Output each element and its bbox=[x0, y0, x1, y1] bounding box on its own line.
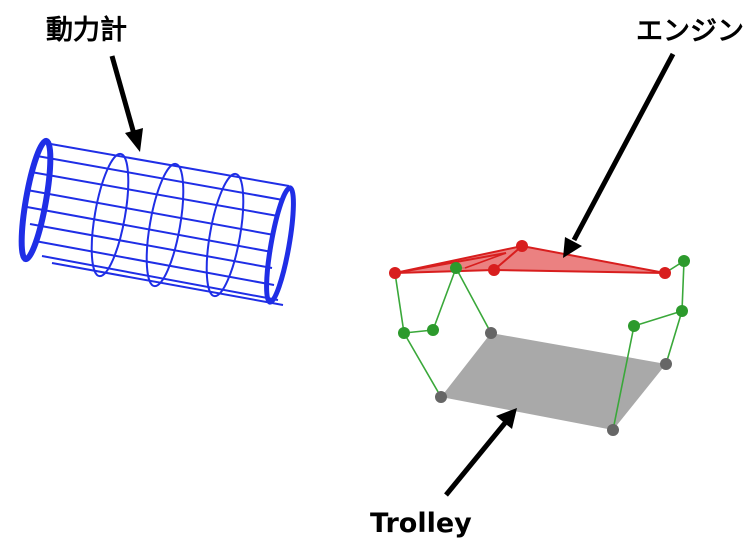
engine-joint bbox=[488, 264, 500, 276]
trolley-label: Trolley bbox=[370, 508, 472, 539]
dynamometer-wireframe bbox=[18, 137, 296, 306]
engine-label: エンジン bbox=[636, 16, 744, 47]
trolley-joint bbox=[660, 358, 672, 370]
engine-shape bbox=[394, 244, 666, 274]
trolley-joint bbox=[485, 327, 497, 339]
engine-edge bbox=[493, 245, 523, 271]
engine-arrow bbox=[563, 52, 676, 258]
link-joint bbox=[628, 320, 640, 332]
trolley-joint bbox=[607, 424, 619, 436]
trolley-platform bbox=[441, 333, 666, 430]
engine-edge bbox=[464, 252, 507, 269]
trolley-arrow bbox=[444, 408, 517, 497]
link-joint bbox=[678, 255, 690, 267]
engine-joint bbox=[659, 267, 671, 279]
engine-joint bbox=[389, 267, 401, 279]
link-joints bbox=[398, 255, 690, 339]
link-joint bbox=[398, 327, 410, 339]
engine-joint bbox=[516, 240, 528, 252]
dynamometer-arrow bbox=[109, 55, 143, 152]
engine-joints bbox=[389, 240, 671, 279]
trolley-joint bbox=[435, 391, 447, 403]
engine-edge bbox=[394, 252, 507, 274]
trolley-joints bbox=[435, 327, 672, 436]
link-joint bbox=[427, 324, 439, 336]
link-joint bbox=[676, 305, 688, 317]
dynamometer-label: 動力計 bbox=[46, 15, 127, 46]
link-joint bbox=[450, 262, 462, 274]
